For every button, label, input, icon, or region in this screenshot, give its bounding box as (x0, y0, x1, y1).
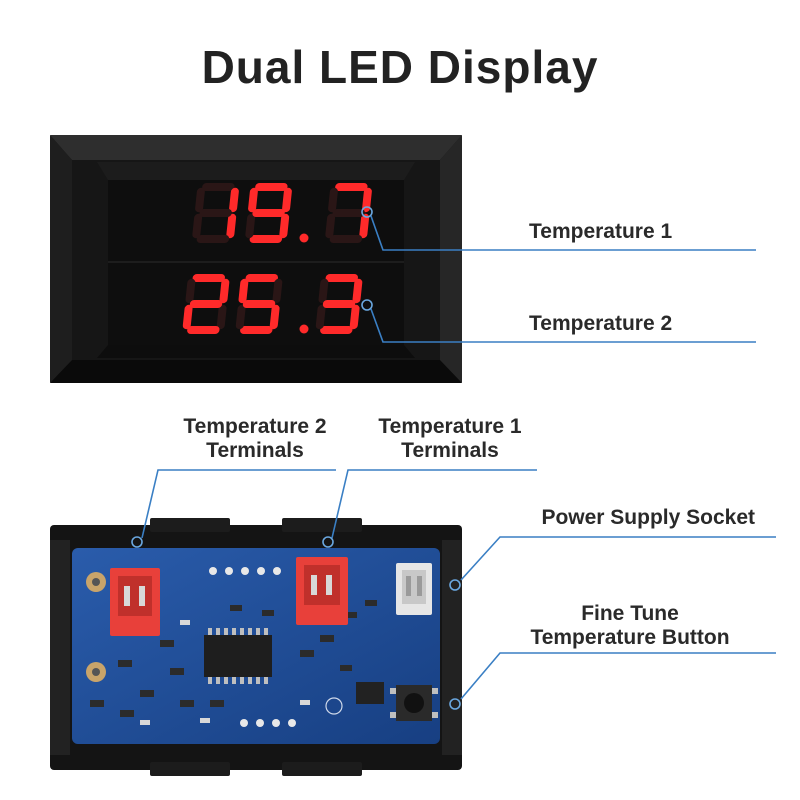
led-segment-on (359, 213, 370, 239)
led-segment-off (332, 209, 365, 217)
led-segment-on (269, 304, 280, 330)
led-segment-off (196, 235, 230, 243)
led-digit (245, 183, 292, 243)
temperature-2-terminal-connector (110, 568, 160, 636)
led-segment-on (252, 209, 285, 217)
temperature-1-terminals-line-2: Terminals (401, 439, 499, 462)
led-segment-off (315, 304, 326, 330)
temperature-1-terminals-line-1: Temperature 1 (378, 415, 522, 438)
ic-chip (204, 628, 272, 684)
regulator (356, 682, 384, 704)
led-digit (235, 274, 283, 334)
led-digit (325, 183, 372, 243)
decimal-point (299, 324, 309, 334)
fine-tune-line-2: Temperature Button (530, 626, 730, 649)
led-segment-on (362, 187, 372, 213)
led-segment-on (189, 300, 223, 308)
temperature-1-terminals-label: Temperature 1 Terminals (355, 415, 545, 463)
led-segment-on (248, 187, 258, 213)
led-display-module (50, 135, 462, 383)
temperature-1-terminal-connector (296, 557, 348, 625)
decimal-point (299, 233, 309, 243)
temperature-2-label: Temperature 2 (529, 312, 673, 335)
temperature-2-terminals-label: Temperature 2 Terminals (160, 415, 350, 463)
led-segment-off (328, 187, 338, 213)
led-digit (182, 274, 230, 334)
led-segment-off (235, 304, 246, 330)
led-segment-on (255, 183, 288, 191)
power-supply-socket-label: Power Supply Socket (541, 506, 755, 529)
led-segment-on (238, 278, 249, 304)
leader-lines-display (361, 206, 756, 343)
led-segment-off (272, 278, 283, 304)
led-segment-on (192, 274, 226, 282)
led-segment-off (245, 213, 256, 239)
led-segment-on (245, 274, 279, 282)
led-segment-on (325, 274, 359, 282)
pin-header-top (209, 567, 281, 575)
led-digit (192, 183, 239, 243)
led-segment-on (229, 187, 239, 213)
temperature-1-label: Temperature 1 (529, 220, 673, 243)
led-segment-on (322, 300, 356, 308)
led-segment-on (335, 183, 368, 191)
led-segment-on (282, 187, 292, 213)
led-segment-off (216, 304, 227, 330)
pcb-module (50, 518, 462, 776)
page-title: Dual LED Display (201, 41, 599, 93)
led-reading-1 (192, 183, 372, 243)
led-segment-off (329, 235, 363, 243)
led-segment-on (349, 304, 360, 330)
led-segment-off (199, 209, 232, 217)
pin-header-bottom (240, 719, 296, 727)
led-segment-off (185, 278, 196, 304)
fine-tune-line-1: Fine Tune (581, 602, 679, 625)
leader-lines-pcb (131, 469, 776, 710)
power-supply-socket (396, 563, 432, 615)
led-segment-on (240, 326, 273, 334)
led-digit (315, 274, 363, 334)
led-reading-2 (182, 274, 363, 334)
temperature-2-terminals-line-2: Terminals (206, 439, 304, 462)
led-segment-on (352, 278, 363, 304)
led-segment-on (320, 326, 353, 334)
led-segment-on (182, 304, 193, 330)
led-segment-on (242, 300, 276, 308)
led-segment-off (192, 213, 203, 239)
led-segment-on (279, 213, 290, 239)
led-segment-off (202, 183, 235, 191)
led-segment-on (226, 213, 237, 239)
led-segment-off (325, 213, 336, 239)
fine-tune-button-label: Fine Tune Temperature Button (505, 602, 755, 650)
temperature-2-terminals-line-1: Temperature 2 (183, 415, 327, 438)
led-segment-off (195, 187, 205, 213)
fine-tune-button (390, 685, 438, 721)
led-segment-off (318, 278, 329, 304)
led-segment-on (249, 235, 283, 243)
led-segment-on (219, 278, 230, 304)
led-segment-on (187, 326, 220, 334)
